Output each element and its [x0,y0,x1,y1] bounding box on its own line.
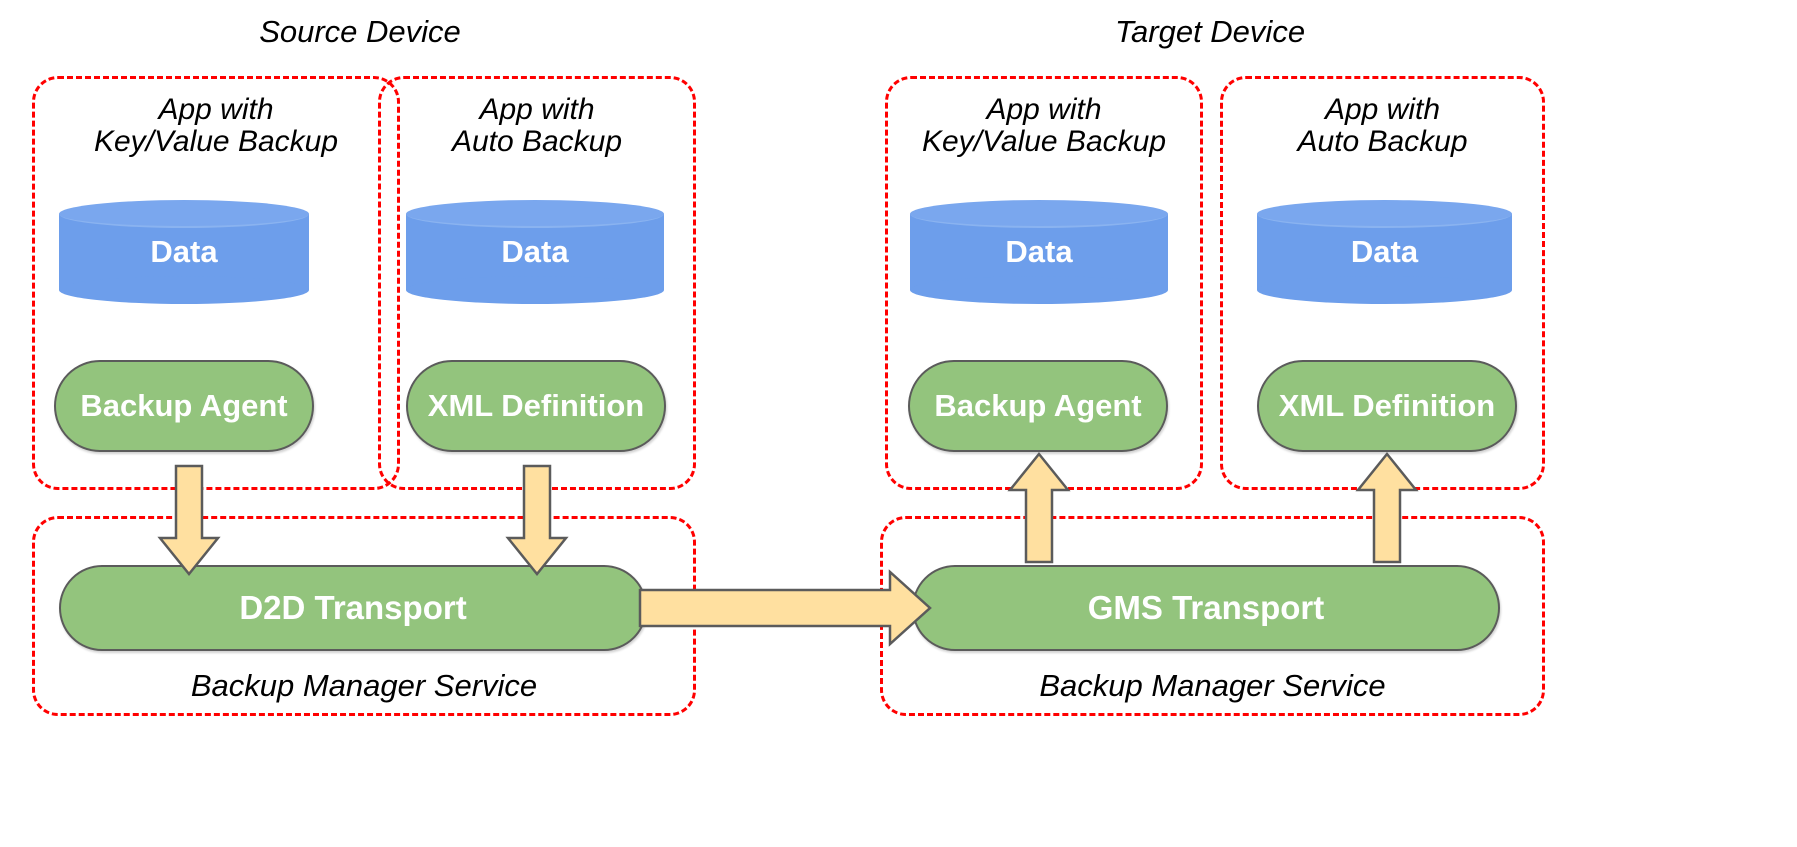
source-app-auto-data-cylinder: Data [406,200,664,304]
target-app-kv-data-label: Data [1005,234,1073,269]
gms-transport-box[interactable]: GMS Transport [912,565,1500,651]
target-app-auto-label: App with Auto Backup [1297,93,1468,159]
source-app-kv-label: App with Key/Value Backup [93,93,339,159]
target-xml-definition-box[interactable]: XML Definition [1257,360,1517,452]
source-app-auto-data-label: Data [501,234,569,269]
target-app-kv-label: App with Key/Value Backup [921,93,1167,159]
target-app-auto-data-cylinder: Data [1257,200,1512,304]
d2d-transport-box[interactable]: D2D Transport [59,565,647,651]
source-xml-definition-box[interactable]: XML Definition [406,360,666,452]
source-app-kv-data-label: Data [150,234,218,269]
arrow-backup-agent-to-d2d-icon [157,464,221,576]
arrow-d2d-to-gms-icon [638,569,932,647]
cylinder-bottom [1257,276,1512,304]
source-backup-agent-box[interactable]: Backup Agent [54,360,314,452]
source-app-kv-container [32,76,400,490]
source-device-title: Source Device [259,14,461,49]
target-app-auto-data-label: Data [1350,234,1419,269]
arrow-gms-to-xml-definition-icon [1355,452,1419,564]
cylinder-bottom [59,276,309,304]
target-device-title: Target Device [1114,14,1306,49]
target-app-kv-data-cylinder: Data [910,200,1168,304]
target-backup-agent-box[interactable]: Backup Agent [908,360,1168,452]
source-backup-manager-service-label: Backup Manager Service [190,668,538,703]
cylinder-bottom [406,276,664,304]
target-backup-manager-service-label: Backup Manager Service [1039,668,1386,703]
arrow-xml-definition-to-d2d-icon [505,464,569,576]
source-app-auto-label: App with Auto Backup [451,93,623,159]
source-app-kv-data-cylinder: Data [59,200,309,304]
cylinder-top [910,200,1168,228]
cylinder-top [59,200,309,228]
arrow-gms-to-backup-agent-icon [1007,452,1071,564]
cylinder-bottom [910,276,1168,304]
cylinder-top [406,200,664,228]
cylinder-top [1257,200,1512,228]
